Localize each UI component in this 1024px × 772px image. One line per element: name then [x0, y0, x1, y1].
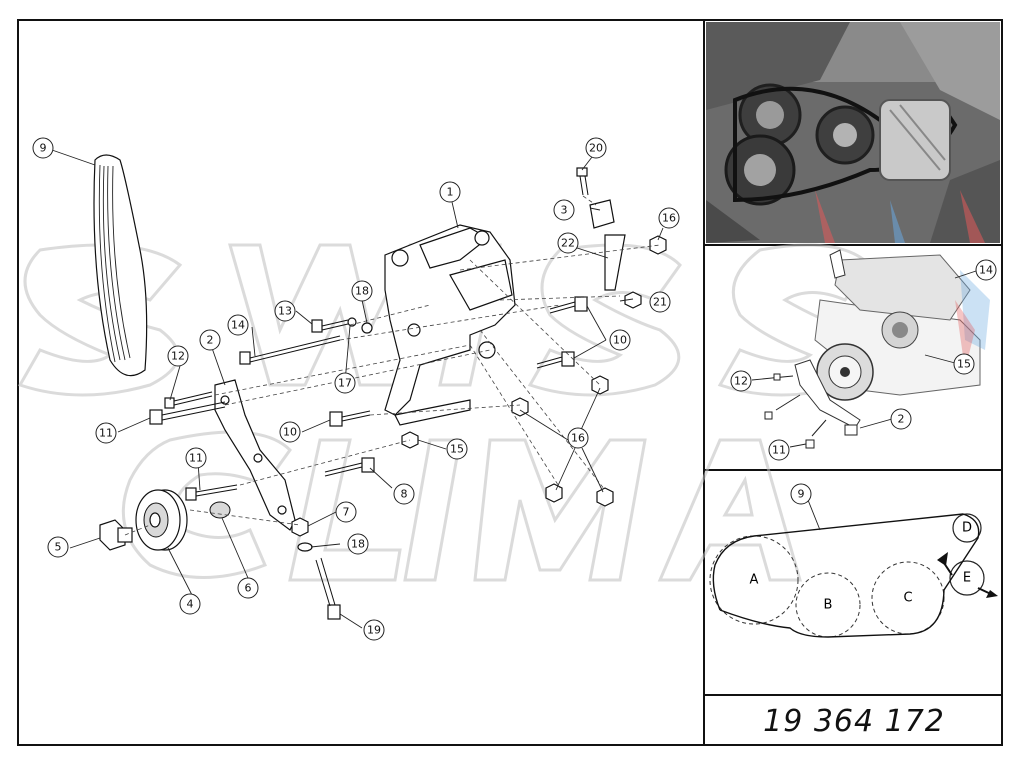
callout-7: 7	[335, 501, 357, 523]
svg-text:9: 9	[798, 488, 805, 501]
pulley-label-d: D	[962, 521, 972, 536]
svg-text:16: 16	[662, 212, 676, 225]
svg-text:20: 20	[589, 142, 603, 155]
svg-text:14: 14	[231, 319, 245, 332]
callout-16-center: 16	[567, 427, 589, 449]
svg-text:11: 11	[99, 427, 113, 440]
svg-text:15: 15	[450, 443, 464, 456]
svg-text:10: 10	[283, 426, 297, 439]
spacer-part	[209, 501, 231, 519]
callout-8: 8	[393, 483, 415, 505]
callout-18-lower: 18	[347, 533, 369, 555]
svg-text:18: 18	[351, 538, 365, 551]
belt-part	[93, 154, 148, 377]
svg-text:7: 7	[343, 506, 350, 519]
washer-18-upper	[361, 322, 373, 334]
callout-19: 19	[363, 619, 385, 641]
callout-20: 20	[585, 137, 607, 159]
callout-11-upper: 11	[95, 422, 117, 444]
pulley-label-e: E	[963, 571, 971, 586]
nut-21	[624, 291, 642, 309]
svg-text:9: 9	[40, 142, 47, 155]
detail-callout-2: 2	[890, 408, 912, 430]
callout-22: 22	[557, 232, 579, 254]
callout-13: 13	[274, 300, 296, 322]
callout-21: 21	[649, 291, 671, 313]
installation-detail	[751, 249, 990, 449]
leader-lines	[51, 149, 664, 629]
svg-text:8: 8	[401, 488, 408, 501]
svg-text:13: 13	[278, 305, 292, 318]
callout-11-lower: 11	[185, 447, 207, 469]
svg-text:2: 2	[207, 334, 214, 347]
detail-callouts: 11 12 14 15 2	[730, 259, 997, 461]
idler-pulley-part	[135, 489, 188, 551]
washer-17	[347, 317, 357, 327]
belt-callout: 9	[790, 483, 812, 505]
callout-6: 6	[237, 577, 259, 599]
callout-16-right: 16	[658, 207, 680, 229]
callout-14: 14	[227, 314, 249, 336]
svg-text:10: 10	[613, 334, 627, 347]
bracket-2-part	[214, 379, 296, 531]
svg-text:11: 11	[189, 452, 203, 465]
detail-callout-15: 15	[953, 353, 975, 375]
engine-photo	[706, 22, 1000, 243]
svg-text:12: 12	[171, 350, 185, 363]
callout-15: 15	[446, 438, 468, 460]
bracket-22	[604, 234, 626, 291]
callout-17: 17	[334, 372, 356, 394]
detail-callout-11: 11	[768, 439, 790, 461]
callout-4: 4	[179, 593, 201, 615]
callout-5: 5	[47, 536, 69, 558]
bolts	[149, 167, 589, 620]
svg-text:19: 19	[367, 624, 381, 637]
clip-3	[589, 199, 615, 229]
svg-text:14: 14	[979, 264, 993, 277]
alignment-lines	[124, 195, 661, 536]
part-number: 19 364 172	[763, 703, 945, 739]
callout-2: 2	[199, 329, 221, 351]
nut-5-part	[99, 519, 133, 551]
pulley-label-a: A	[750, 573, 759, 588]
washer-18-lower	[297, 542, 313, 552]
callout-18-upper: 18	[351, 280, 373, 302]
svg-text:4: 4	[187, 598, 194, 611]
nut-16-a	[591, 375, 609, 395]
pulley-label-c: C	[903, 591, 912, 606]
callout-9: 9	[32, 137, 54, 159]
nut-16-d	[596, 487, 614, 507]
pulley-label-b: B	[824, 598, 833, 613]
svg-text:17: 17	[338, 377, 352, 390]
belt-routing-diagram: A B C D E	[709, 499, 998, 638]
detail-callout-14: 14	[975, 259, 997, 281]
svg-text:21: 21	[653, 296, 667, 309]
svg-text:12: 12	[734, 375, 748, 388]
outer-frame	[17, 19, 1003, 746]
svg-text:11: 11	[772, 444, 786, 457]
nut-7	[291, 517, 309, 537]
callout-3: 3	[553, 199, 575, 221]
main-callouts: 9 1 2 3 4 5 6 7 8 10 10 11 11 12 13 14 1…	[32, 137, 680, 641]
callout-10-right: 10	[609, 329, 631, 351]
nut-16-c	[545, 483, 563, 503]
nuts-washers	[291, 199, 667, 552]
callout-10-left: 10	[279, 421, 301, 443]
svg-text:22: 22	[561, 237, 575, 250]
svg-text:2: 2	[898, 413, 905, 426]
svg-text:5: 5	[55, 541, 62, 554]
svg-text:3: 3	[561, 204, 568, 217]
callout-1: 1	[439, 181, 461, 203]
svg-text:15: 15	[957, 358, 971, 371]
svg-text:18: 18	[355, 285, 369, 298]
bracket-part	[384, 224, 516, 426]
svg-text:16: 16	[571, 432, 585, 445]
callout-12: 12	[167, 345, 189, 367]
svg-text:6: 6	[245, 582, 252, 595]
detail-callout-12: 12	[730, 370, 752, 392]
svg-text:1: 1	[447, 186, 454, 199]
